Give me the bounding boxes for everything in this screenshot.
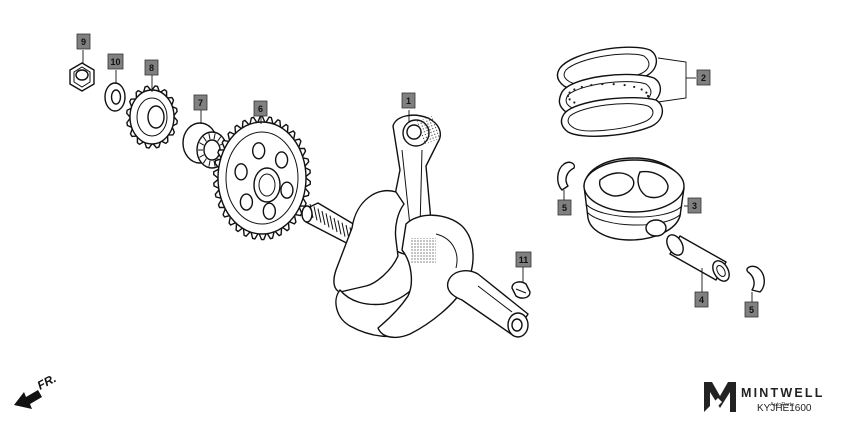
brand-logo: MINTWELL AutoParts	[704, 382, 825, 412]
woodruff-key-part[interactable]	[511, 281, 531, 299]
callout-3[interactable]: 3	[687, 197, 702, 214]
primary-drive-gear-part[interactable]	[126, 85, 178, 149]
front-direction-arrow-icon	[14, 390, 42, 409]
callout-10[interactable]: 10	[107, 53, 124, 70]
piston-pin-clip-part[interactable]	[746, 265, 765, 293]
brand-name: MINTWELL	[741, 386, 825, 400]
svg-text:7: 7	[198, 98, 203, 108]
piston-part[interactable]	[583, 157, 685, 241]
svg-text:5: 5	[562, 203, 567, 213]
callout-9[interactable]: 9	[76, 33, 91, 50]
front-direction-label: FR.	[35, 371, 59, 392]
svg-text:6: 6	[258, 104, 263, 114]
callout-5[interactable]: 5	[744, 301, 759, 318]
callout-1[interactable]: 1	[401, 92, 416, 109]
callout-7[interactable]: 7	[193, 94, 208, 111]
svg-text:2: 2	[701, 73, 706, 83]
callout-8[interactable]: 8	[144, 59, 159, 76]
svg-text:9: 9	[81, 37, 86, 47]
washer-part[interactable]	[104, 82, 126, 112]
piston-pin-clip-part[interactable]	[557, 161, 576, 191]
callout-2[interactable]: 2	[696, 69, 711, 86]
nut-part[interactable]	[69, 62, 95, 92]
callout-6[interactable]: 6	[253, 100, 268, 117]
piston-ring-set-part[interactable]	[556, 46, 663, 137]
piston-pin-part[interactable]	[663, 232, 732, 284]
brand-tagline: AutoParts	[770, 402, 794, 408]
callout-5[interactable]: 5	[557, 199, 572, 216]
svg-text:11: 11	[519, 255, 529, 265]
svg-text:5: 5	[749, 305, 754, 315]
diagram-code: KYJHE1600	[757, 403, 812, 414]
svg-text:3: 3	[692, 201, 697, 211]
mintwell-logo-icon	[704, 382, 736, 412]
crankshaft-part[interactable]	[301, 114, 529, 339]
svg-text:4: 4	[699, 295, 704, 305]
balancer-drive-gear-part[interactable]	[213, 115, 311, 241]
svg-text:8: 8	[149, 63, 154, 73]
callout-11[interactable]: 11	[515, 251, 532, 268]
svg-text:10: 10	[110, 57, 120, 67]
callout-4[interactable]: 4	[694, 291, 709, 308]
svg-text:1: 1	[406, 96, 411, 106]
